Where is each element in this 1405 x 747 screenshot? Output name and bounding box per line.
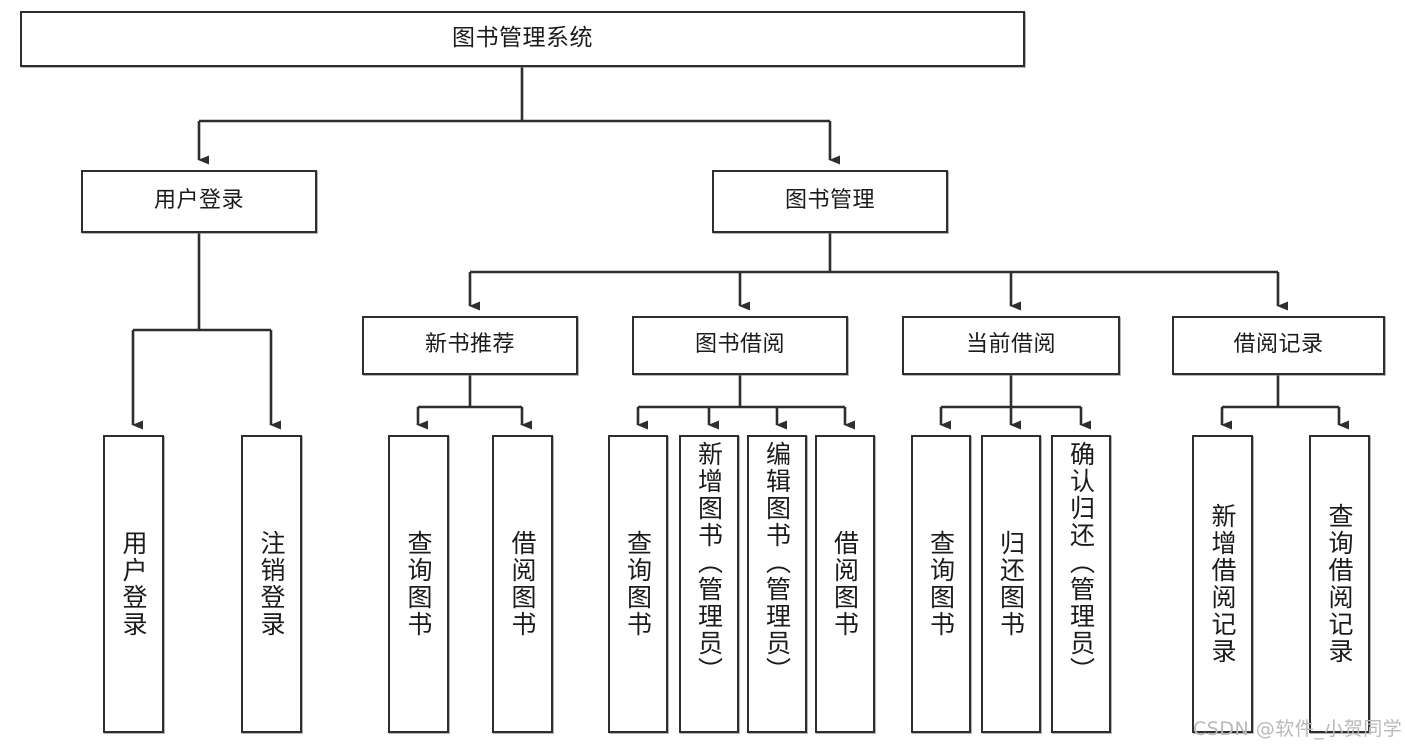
leaf-return-book-label: 归还图书 [996, 530, 1026, 638]
csdn-watermark: CSDN @软件_小贺同学 [1193, 718, 1403, 740]
leaf-query-book-3-label: 查询图书 [926, 530, 956, 638]
leaf-confirm-return-label: 确认归还（管理员） [1066, 441, 1096, 684]
leaf-user-login-label: 用户登录 [119, 530, 148, 638]
leaf-add-record[interactable]: 新增借阅记录 [1192, 435, 1253, 733]
node-book-manage-label: 图书管理 [784, 188, 875, 214]
leaf-add-book[interactable]: 新增图书（管理员） [679, 435, 739, 733]
leaf-add-record-label: 新增借阅记录 [1208, 503, 1237, 665]
leaf-query-book-2-label: 查询图书 [623, 530, 653, 638]
leaf-query-record-label: 查询借阅记录 [1325, 503, 1354, 665]
leaf-query-book-1[interactable]: 查询图书 [388, 435, 449, 733]
leaf-borrow-book-1[interactable]: 借阅图书 [492, 435, 553, 733]
leaf-confirm-return[interactable]: 确认归还（管理员） [1051, 435, 1111, 733]
leaf-query-book-1-label: 查询图书 [404, 530, 433, 638]
leaf-query-record[interactable]: 查询借阅记录 [1309, 435, 1370, 733]
leaf-edit-book-label: 编辑图书（管理员） [762, 441, 792, 684]
node-borrow-record[interactable]: 借阅记录 [1172, 316, 1385, 375]
node-book-borrow-label: 图书借阅 [694, 332, 785, 358]
node-new-book-recommend-label: 新书推荐 [424, 332, 515, 358]
leaf-user-login[interactable]: 用户登录 [103, 435, 164, 733]
node-book-borrow[interactable]: 图书借阅 [632, 316, 848, 375]
leaf-query-book-2[interactable]: 查询图书 [608, 435, 668, 733]
node-root-label: 图书管理系统 [452, 25, 593, 52]
leaf-return-book[interactable]: 归还图书 [981, 435, 1041, 733]
node-new-book-recommend[interactable]: 新书推荐 [362, 316, 578, 375]
node-borrow-record-label: 借阅记录 [1233, 332, 1324, 358]
leaf-logout-login[interactable]: 注销登录 [241, 435, 302, 733]
node-book-manage[interactable]: 图书管理 [712, 170, 948, 233]
leaf-query-book-3[interactable]: 查询图书 [911, 435, 971, 733]
node-current-borrow[interactable]: 当前借阅 [902, 316, 1120, 375]
node-root[interactable]: 图书管理系统 [20, 11, 1025, 67]
leaf-borrow-book-1-label: 借阅图书 [508, 530, 537, 638]
leaf-edit-book[interactable]: 编辑图书（管理员） [747, 435, 807, 733]
node-user-login[interactable]: 用户登录 [81, 170, 317, 233]
node-user-login-label: 用户登录 [153, 188, 244, 214]
leaf-logout-login-label: 注销登录 [257, 530, 286, 638]
leaf-add-book-label: 新增图书（管理员） [694, 441, 724, 684]
node-current-borrow-label: 当前借阅 [965, 332, 1056, 358]
leaf-borrow-book-2-label: 借阅图书 [830, 530, 860, 638]
leaf-borrow-book-2[interactable]: 借阅图书 [815, 435, 875, 733]
